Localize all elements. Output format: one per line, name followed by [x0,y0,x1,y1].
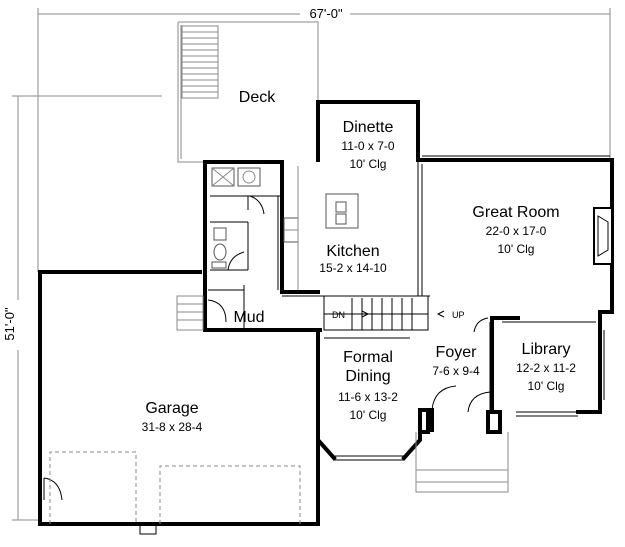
foyer-name: Foyer [436,344,478,361]
kitchen-fixtures [283,166,359,290]
library-ceiling: 10' Clg [528,379,565,393]
laundry-fixtures [211,167,261,269]
deck-name: Deck [239,89,276,106]
overall-width-label: 67'-0" [309,6,343,21]
door-swings [43,195,491,501]
interior-walls [208,160,596,412]
foyer-size: 7-6 x 9-4 [432,364,480,378]
garage-size: 31-8 x 28-4 [142,420,203,434]
formal-dining-name-line2: Dining [345,368,390,385]
great-room-size: 22-0 x 17-0 [486,224,547,238]
overall-depth-label: 51'-0" [2,307,17,341]
great-room-name: Great Room [472,204,559,221]
exterior-walls [38,100,614,526]
mud-steps [176,295,227,331]
dinette-ceiling: 10' Clg [350,157,387,171]
kitchen-size: 15-2 x 14-10 [319,261,387,275]
deck-stair-treads [182,31,218,93]
garage-doors [49,451,301,535]
stair-up-label: UP [452,310,465,320]
dimension-lines [12,8,611,521]
formal-dining-ceiling: 10' Clg [350,408,387,422]
windows [334,155,610,461]
dinette-size: 11-0 x 7-0 [341,139,394,153]
front-porch [415,432,509,493]
garage-name: Garage [145,400,198,417]
kitchen-name: Kitchen [326,243,379,260]
stairs [323,295,445,331]
fireplace [593,207,613,265]
library-size: 12-2 x 11-2 [516,361,576,375]
library-name: Library [522,341,571,358]
mud-name: Mud [233,309,264,326]
formal-dining-name-line1: Formal [343,349,393,366]
stair-down-label: DN [332,310,345,320]
formal-dining-size: 11-6 x 13-2 [338,390,398,404]
deck [177,21,319,163]
great-room-ceiling: 10' Clg [498,242,535,256]
dinette-name: Dinette [343,119,394,136]
